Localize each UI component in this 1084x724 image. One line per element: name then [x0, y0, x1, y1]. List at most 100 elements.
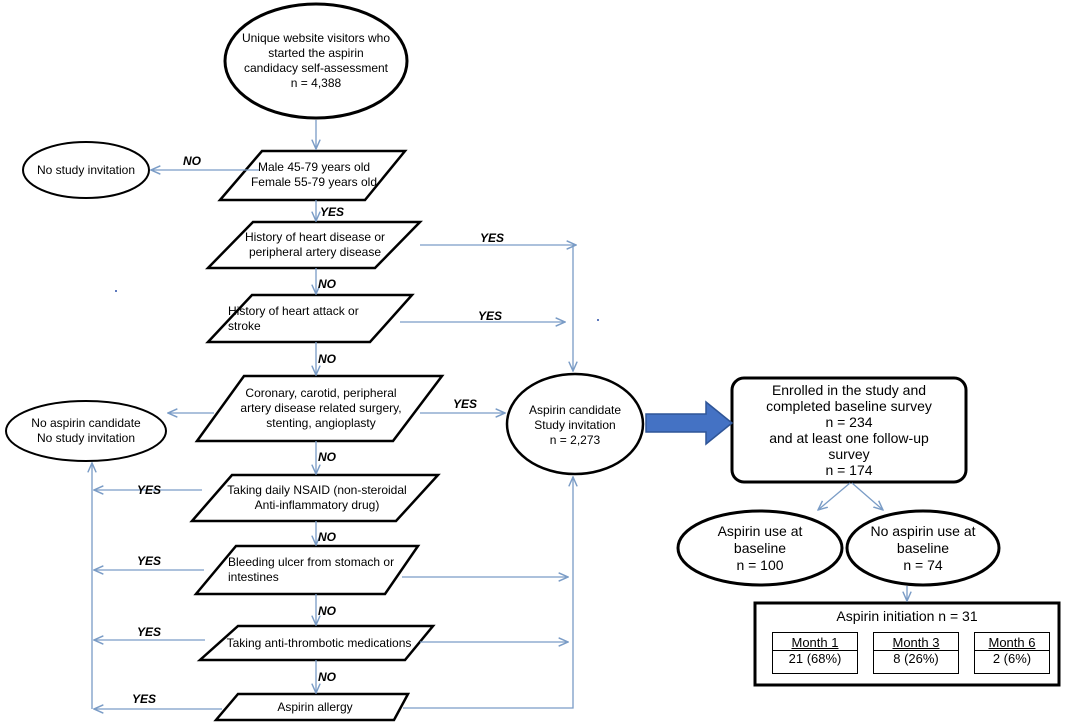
- enrolled-line: Enrolled in the study and: [771, 382, 927, 398]
- q-surgery-line: stenting, angioplasty: [266, 415, 376, 430]
- month-6-box: Month 6 2 (6%): [974, 632, 1050, 674]
- q-surgery-line: artery disease related surgery,: [240, 400, 402, 415]
- month-6-value: 2 (6%): [992, 651, 1032, 666]
- no-invite-label: No study invitation: [36, 162, 136, 177]
- enrolled-line: completed baseline survey: [766, 398, 932, 414]
- month-3-box: Month 3 8 (26%): [873, 632, 959, 674]
- q-ulcer-line: intestines: [228, 570, 279, 584]
- edge-label-no-ulcer: NO: [318, 604, 336, 618]
- edge-label-no-nsaid: NO: [318, 530, 336, 544]
- edge-label-yes-ulcer: YES: [137, 554, 162, 568]
- q-age-line: Male 45-79 years old: [257, 160, 371, 174]
- enrolled-node: Enrolled in the study and completed base…: [734, 380, 964, 480]
- month-divider: [874, 650, 958, 651]
- start-node: Unique website visitors who started the …: [228, 14, 404, 108]
- q-heart-disease-line: peripheral artery disease: [248, 245, 382, 259]
- start-line: Unique website visitors who: [241, 31, 391, 45]
- month-1-box: Month 1 21 (68%): [772, 632, 858, 674]
- q-ulcer-node: Bleeding ulcer from stomach or intestine…: [220, 551, 400, 589]
- aspirin-use-line: n = 100: [736, 556, 784, 573]
- q-ulcer-line: Bleeding ulcer from stomach or: [228, 555, 395, 569]
- q-age-shape: [217, 149, 408, 202]
- q-heart-attack-line: History of heart attack or: [228, 304, 359, 318]
- q-surgery-node: Coronary, carotid, peripheral artery dis…: [218, 381, 424, 435]
- no-candidate-node: No aspirin candidate No study invitation: [12, 412, 160, 450]
- candidate-line: Study invitation: [534, 417, 616, 432]
- q-antithrombotic-line: Taking anti-thrombotic medications: [226, 635, 412, 650]
- q-nsaid-line: Taking daily NSAID (non-steroidal: [227, 483, 407, 497]
- month-3-label: Month 3: [892, 635, 940, 650]
- q-heart-attack-node: History of heart attack or stroke: [228, 300, 388, 338]
- start-ellipse: [223, 2, 409, 120]
- q-heart-disease-node: History of heart disease or peripheral a…: [226, 226, 404, 264]
- no-invite-node: No study invitation: [24, 155, 148, 185]
- q-antithrombotic-node: Taking anti-thrombotic medications: [214, 629, 424, 657]
- edge-label-no-heart-attack: NO: [318, 352, 336, 366]
- month-divider: [773, 650, 857, 651]
- initiation-title: Aspirin initiation n = 31: [836, 607, 978, 624]
- aspirin-use-line: baseline: [733, 539, 787, 556]
- no-aspirin-use-line: baseline: [896, 539, 950, 556]
- q-surgery-line: Coronary, carotid, peripheral: [245, 385, 397, 400]
- arrow-enrolled-to-aspirin-use: [818, 482, 851, 510]
- no-candidate-ellipse: [5, 400, 167, 462]
- no-candidate-line: No study invitation: [36, 431, 136, 445]
- q-allergy-node: Aspirin allergy: [230, 697, 400, 717]
- q-age-line: Female 55-79 years old: [250, 175, 378, 189]
- q-heart-disease-line: History of heart disease or: [244, 230, 386, 244]
- q-heart-attack-shape: [205, 293, 415, 344]
- edge-label-yes-age: YES: [320, 205, 345, 219]
- arrow-enrolled-to-no-aspirin-use: [851, 482, 883, 510]
- no-aspirin-use-line: No aspirin use at: [870, 522, 976, 539]
- candidate-ellipse: [505, 372, 645, 476]
- month-1-value: 21 (68%): [788, 651, 842, 666]
- no-aspirin-use-ellipse: [845, 509, 1001, 587]
- q-allergy-line: Aspirin allergy: [277, 699, 353, 714]
- q-nsaid-node: Taking daily NSAID (non-steroidal Anti-i…: [212, 479, 422, 517]
- month-3-value: 8 (26%): [893, 651, 939, 666]
- q-nsaid-line: Anti-inflammatory drug): [254, 498, 380, 512]
- month-divider: [975, 650, 1049, 651]
- aspirin-use-node: Aspirin use at baseline n = 100: [690, 522, 830, 574]
- enrolled-line: and at least one follow-up: [769, 430, 929, 446]
- q-heart-attack-line: stroke: [228, 319, 261, 333]
- big-arrow: [645, 400, 734, 446]
- candidate-node: Aspirin candidate Study invitation n = 2…: [510, 399, 640, 451]
- candidate-line: Aspirin candidate: [528, 402, 622, 417]
- enrolled-line: survey: [828, 446, 870, 462]
- enrolled-line: n = 174: [825, 462, 873, 478]
- edge-label-yes-heart-attack: YES: [478, 309, 503, 323]
- enrolled-line: n = 234: [825, 414, 873, 430]
- q-heart-disease-shape: [205, 220, 423, 270]
- no-candidate-line: No aspirin candidate: [31, 416, 141, 430]
- q-surgery-shape: [194, 374, 445, 443]
- q-antithrombotic-shape: [196, 624, 436, 662]
- enrolled-box: [730, 376, 968, 484]
- candidate-line: n = 2,273: [549, 432, 601, 447]
- q-nsaid-shape: [189, 473, 441, 523]
- start-line: started the aspirin: [268, 46, 364, 60]
- start-line: n = 4,388: [290, 76, 342, 90]
- q-allergy-shape: [213, 692, 411, 722]
- edge-label-yes-surgery: YES: [453, 397, 478, 411]
- edge-label-yes-antithrombotic: YES: [137, 625, 162, 639]
- edge-label-yes-allergy: YES: [132, 692, 157, 706]
- edge-label-yes-heart-disease: YES: [480, 231, 505, 245]
- no-aspirin-use-line: n = 74: [903, 556, 943, 573]
- q-ulcer-shape: [193, 544, 421, 596]
- month-6-label: Month 6: [988, 635, 1036, 650]
- edge-label-yes-nsaid: YES: [137, 483, 162, 497]
- no-invite-ellipse: [22, 141, 150, 199]
- month-1-label: Month 1: [791, 635, 839, 650]
- q-age-node: Male 45-79 years old Female 55-79 years …: [236, 155, 392, 195]
- aspirin-use-ellipse: [676, 509, 844, 587]
- no-aspirin-use-node: No aspirin use at baseline n = 74: [853, 522, 993, 574]
- stray-dot: [597, 319, 599, 321]
- edge-label-no-heart-disease: NO: [318, 277, 336, 291]
- aspirin-use-line: Aspirin use at: [717, 522, 803, 539]
- edge-label-no-age: NO: [183, 154, 201, 168]
- edge-label-no-surgery: NO: [318, 450, 336, 464]
- stray-dot: [115, 290, 117, 292]
- arrow-allergy-right: [403, 477, 573, 709]
- start-line: candidacy self-assessment: [243, 61, 389, 75]
